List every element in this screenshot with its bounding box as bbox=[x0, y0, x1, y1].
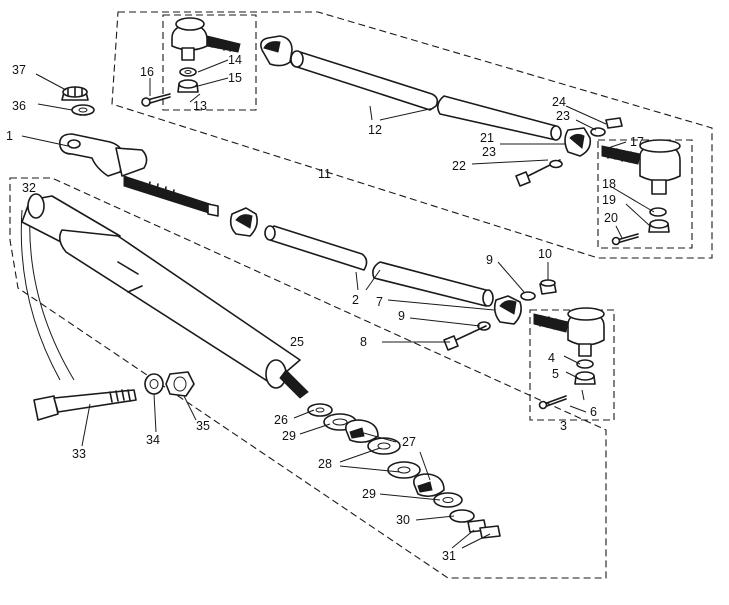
label-25: 25 bbox=[290, 335, 304, 349]
label-31: 31 bbox=[442, 549, 456, 563]
label-7: 7 bbox=[376, 295, 383, 309]
label-35: 35 bbox=[196, 419, 210, 433]
tube-12 bbox=[290, 50, 562, 141]
clamp-21 bbox=[564, 127, 592, 157]
nut-10 bbox=[539, 279, 557, 295]
washer-28-lower bbox=[387, 461, 421, 479]
cotter-pin-18 bbox=[611, 233, 639, 246]
cotter-pin-6 bbox=[538, 395, 567, 410]
leader-lines bbox=[21, 59, 655, 549]
nuts-31 bbox=[467, 519, 501, 539]
rubber-27-upper bbox=[344, 419, 379, 444]
damper-body-25 bbox=[20, 193, 309, 399]
label-36: 36 bbox=[12, 99, 26, 113]
label-4: 4 bbox=[548, 351, 555, 365]
bolt-8 bbox=[443, 325, 487, 351]
ball-joint-17 bbox=[601, 139, 681, 195]
label-23-upper: 23 bbox=[556, 109, 570, 123]
label-9-upper: 9 bbox=[486, 253, 493, 267]
label-5: 5 bbox=[552, 367, 559, 381]
label-21: 21 bbox=[480, 131, 494, 145]
outline-damper-assembly bbox=[9, 177, 607, 579]
label-2: 2 bbox=[352, 293, 359, 307]
label-22: 22 bbox=[452, 159, 466, 173]
label-16: 16 bbox=[140, 65, 154, 79]
ball-joint-13 bbox=[171, 17, 241, 61]
castle-nut-15 bbox=[177, 79, 199, 93]
steering-arm-1 bbox=[58, 133, 219, 217]
clamp-left-lower bbox=[229, 207, 258, 237]
label-12: 12 bbox=[368, 123, 382, 137]
castle-nut-37 bbox=[61, 86, 89, 101]
outline-ball-joint-13 bbox=[162, 14, 257, 111]
label-26: 26 bbox=[274, 413, 288, 427]
label-13: 13 bbox=[193, 99, 207, 113]
outline-upper-assembly bbox=[111, 11, 713, 259]
clamp-11-left bbox=[260, 35, 293, 67]
rubber-27-lower bbox=[412, 473, 445, 498]
tube-2 bbox=[264, 225, 494, 307]
nut-24 bbox=[605, 117, 623, 129]
label-23-lower: 23 bbox=[482, 145, 496, 159]
label-3: 3 bbox=[560, 419, 567, 433]
castle-nut-5 bbox=[574, 371, 596, 385]
nut-35 bbox=[165, 371, 195, 397]
bolt-33 bbox=[33, 389, 137, 421]
label-27: 27 bbox=[402, 435, 416, 449]
label-17: 17 bbox=[630, 135, 644, 149]
label-14: 14 bbox=[228, 53, 242, 67]
part-labels: 1 2 3 4 5 6 7 8 9 9 10 11 12 13 14 15 16… bbox=[6, 53, 644, 563]
cotter-pin-16 bbox=[141, 93, 171, 107]
label-20: 20 bbox=[604, 211, 618, 225]
washer-9-upper bbox=[520, 291, 536, 301]
label-33: 33 bbox=[72, 447, 86, 461]
label-18: 18 bbox=[602, 177, 616, 191]
label-28: 28 bbox=[318, 457, 332, 471]
castle-nut-20 bbox=[648, 219, 670, 233]
label-15: 15 bbox=[228, 71, 242, 85]
label-29-lower: 29 bbox=[362, 487, 376, 501]
label-6: 6 bbox=[590, 405, 597, 419]
washer-4 bbox=[576, 359, 594, 369]
label-19: 19 bbox=[602, 193, 616, 207]
label-24: 24 bbox=[552, 95, 566, 109]
label-34: 34 bbox=[146, 433, 160, 447]
washer-28-upper bbox=[367, 437, 401, 455]
bolt-22 bbox=[515, 159, 563, 187]
washer-19 bbox=[649, 207, 667, 217]
label-32: 32 bbox=[22, 181, 36, 195]
bushing-29-lower bbox=[433, 492, 463, 508]
label-29-upper: 29 bbox=[282, 429, 296, 443]
label-30: 30 bbox=[396, 513, 410, 527]
label-8: 8 bbox=[360, 335, 367, 349]
label-37: 37 bbox=[12, 63, 26, 77]
washer-26 bbox=[307, 403, 333, 417]
label-11: 11 bbox=[318, 167, 331, 181]
washer-14 bbox=[179, 67, 197, 77]
label-9-lower: 9 bbox=[398, 309, 405, 323]
outline-ball-joint-17 bbox=[597, 139, 693, 249]
clamp-7 bbox=[493, 295, 522, 325]
label-1: 1 bbox=[6, 129, 13, 143]
washer-36 bbox=[71, 104, 95, 116]
label-10: 10 bbox=[538, 247, 552, 261]
ball-joint-3 bbox=[533, 307, 605, 357]
washer-34 bbox=[144, 373, 164, 395]
washer-23-upper bbox=[590, 127, 606, 137]
